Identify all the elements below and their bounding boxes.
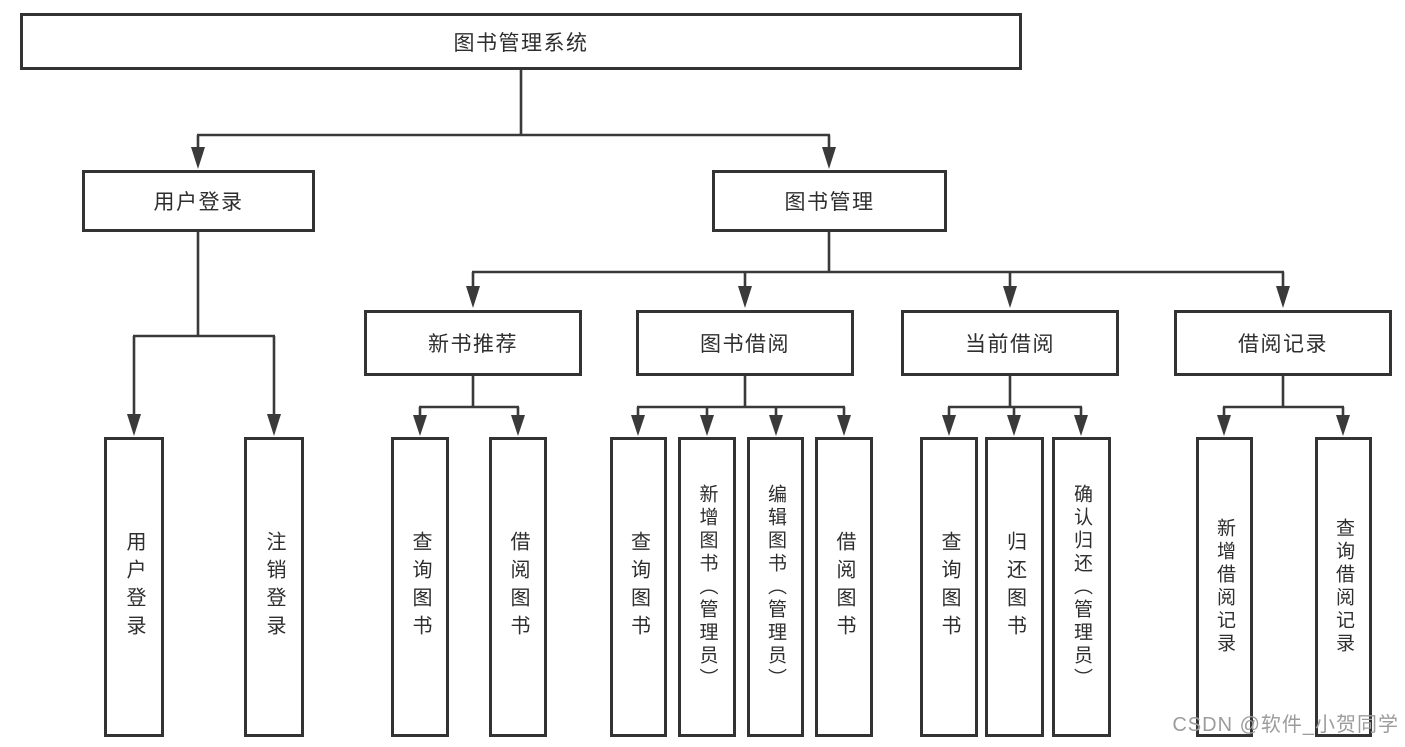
connector-new-book-split bbox=[418, 376, 520, 418]
leaf-borrow-books-2: 借阅图书 bbox=[815, 437, 873, 737]
leaf-user-login: 用户登录 bbox=[104, 437, 164, 737]
node-new-book-recommend: 新书推荐 bbox=[364, 310, 582, 376]
node-root-system: 图书管理系统 bbox=[20, 13, 1022, 70]
node-current-borrowing: 当前借阅 bbox=[901, 310, 1119, 376]
node-label: 查询图书 bbox=[627, 531, 650, 643]
node-label: 注销登录 bbox=[263, 531, 285, 643]
node-label: 归还图书 bbox=[1003, 531, 1026, 643]
leaf-query-books-1: 查询图书 bbox=[391, 437, 449, 737]
leaf-logout: 注销登录 bbox=[244, 437, 304, 737]
node-label: 编辑图书（管理员） bbox=[765, 483, 786, 691]
arrowheads bbox=[127, 147, 1350, 436]
node-label: 查询图书 bbox=[409, 531, 431, 643]
node-borrowing-records: 借阅记录 bbox=[1174, 310, 1392, 376]
connector-borrowing-split bbox=[636, 376, 846, 418]
node-label: 图书借阅 bbox=[700, 333, 790, 356]
node-label: 图书管理 bbox=[784, 191, 875, 214]
node-label: 借阅记录 bbox=[1238, 333, 1328, 356]
node-label: 新书推荐 bbox=[428, 333, 518, 356]
node-label: 查询图书 bbox=[938, 531, 960, 643]
leaf-borrow-books-1: 借阅图书 bbox=[489, 437, 547, 737]
node-label: 查询借阅记录 bbox=[1333, 518, 1354, 656]
node-label: 借阅图书 bbox=[833, 531, 855, 643]
node-label: 用户登录 bbox=[123, 531, 145, 643]
node-label: 新增借阅记录 bbox=[1214, 518, 1235, 656]
node-label: 新增图书（管理员） bbox=[696, 483, 718, 691]
leaf-query-books-3: 查询图书 bbox=[920, 437, 978, 737]
connector-records-split bbox=[1222, 376, 1345, 418]
node-label: 用户登录 bbox=[153, 191, 244, 214]
leaf-add-borrow-record: 新增借阅记录 bbox=[1196, 437, 1253, 737]
leaf-edit-books-admin: 编辑图书（管理员） bbox=[747, 437, 804, 737]
leaf-query-books-2: 查询图书 bbox=[610, 437, 667, 737]
node-book-borrowing: 图书借阅 bbox=[636, 310, 854, 376]
leaf-confirm-return-admin: 确认归还（管理员） bbox=[1052, 437, 1111, 737]
node-label: 确认归还（管理员） bbox=[1071, 483, 1092, 691]
node-label: 借阅图书 bbox=[507, 531, 529, 643]
connector-root-split bbox=[196, 70, 831, 151]
node-label: 当前借阅 bbox=[965, 333, 1055, 356]
node-book-management: 图书管理 bbox=[712, 170, 947, 232]
watermark-text: CSDN @软件_小贺同学 bbox=[1172, 714, 1399, 736]
leaf-add-books-admin: 新增图书（管理员） bbox=[678, 437, 736, 737]
leaf-query-borrow-record: 查询借阅记录 bbox=[1315, 437, 1372, 737]
connector-book-mgmt-split bbox=[471, 232, 1285, 289]
leaf-return-books: 归还图书 bbox=[985, 437, 1044, 737]
node-label: 图书管理系统 bbox=[453, 31, 589, 55]
connector-current-split bbox=[947, 376, 1083, 418]
node-user-login-branch: 用户登录 bbox=[82, 170, 315, 232]
connector-user-login-split bbox=[132, 232, 276, 417]
